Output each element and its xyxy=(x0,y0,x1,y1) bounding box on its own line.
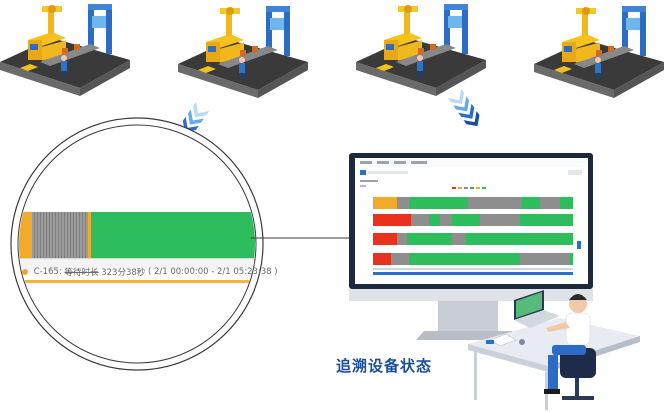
monitor-icon xyxy=(349,153,593,340)
status-text: 等待时长 xyxy=(64,268,99,278)
machine-name: C-165: xyxy=(33,267,62,277)
status-dot-icon xyxy=(22,269,28,275)
duration-text: 323分38秒 xyxy=(101,268,146,278)
caption-title: 追溯设备状态 xyxy=(336,357,433,375)
operator-at-desk-icon xyxy=(468,290,640,410)
machine-status-label: C-165: 等待时长 323分38秒 ( 2/1 00:00:00 - 2/1… xyxy=(22,266,278,278)
factory-machine-icon xyxy=(0,4,130,96)
time-range-text: ( 2/1 00:00:00 - 2/1 05:23:38 ) xyxy=(147,267,278,277)
magnifier-icon xyxy=(10,117,264,371)
down-chevron-arrow-icon xyxy=(448,88,480,127)
